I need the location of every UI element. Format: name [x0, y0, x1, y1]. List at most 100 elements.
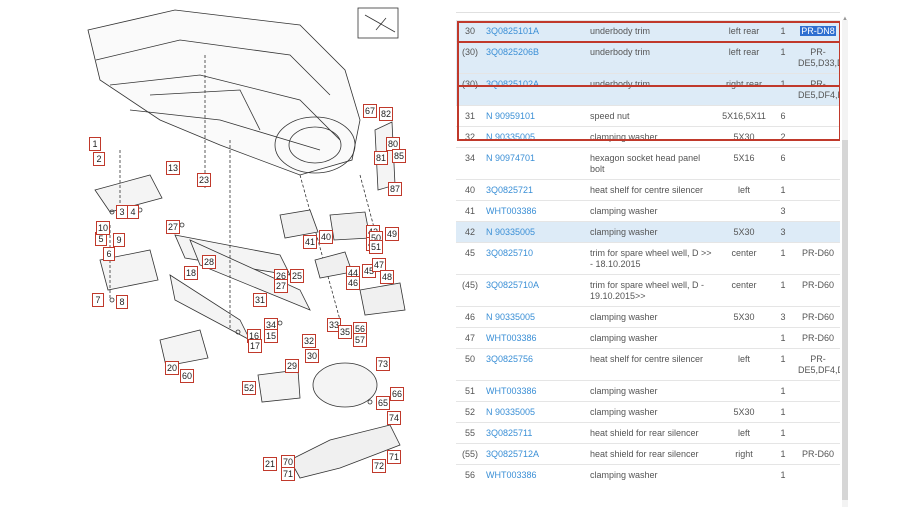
part-number-link[interactable]: 3Q0825710 [484, 242, 588, 275]
callout-label[interactable]: 87 [388, 182, 403, 196]
callout-label[interactable]: 23 [197, 173, 212, 187]
callout-label[interactable]: 15 [264, 329, 279, 343]
part-number-link[interactable]: 3Q0825710A [484, 274, 588, 307]
callout-label[interactable]: 81 [374, 151, 389, 165]
part-number-link[interactable]: WHT003386 [484, 327, 588, 349]
callout-label[interactable]: 74 [387, 411, 402, 425]
part-number-link[interactable]: WHT003386 [484, 200, 588, 222]
header-divider [456, 12, 840, 13]
callout-label[interactable]: 72 [372, 459, 387, 473]
callout-label[interactable]: 4 [127, 205, 139, 219]
scrollbar-thumb[interactable] [842, 140, 848, 500]
callout-label[interactable]: 71 [387, 450, 402, 464]
part-number-link[interactable]: N 90335005 [484, 221, 588, 243]
callout-label[interactable]: 40 [319, 230, 334, 244]
callout-label[interactable]: 51 [369, 240, 384, 254]
callout-label[interactable]: 29 [285, 359, 300, 373]
part-number-link[interactable]: 3Q0825712A [484, 443, 588, 465]
callout-label[interactable]: 35 [338, 325, 353, 339]
description-cell: hexagon socket head panel bolt [588, 147, 718, 180]
callout-label[interactable]: 41 [303, 235, 318, 249]
callout-label[interactable]: 31 [253, 293, 268, 307]
callout-label[interactable]: 21 [263, 457, 278, 471]
callout-label[interactable]: 57 [353, 333, 368, 347]
part-number-link[interactable]: N 90335005 [484, 126, 588, 148]
callout-label[interactable]: 66 [390, 387, 405, 401]
quantity-cell: 3 [770, 221, 796, 243]
part-number-link[interactable]: N 90335005 [484, 306, 588, 328]
callout-label[interactable]: 28 [202, 255, 217, 269]
position-cell: 32 [456, 126, 484, 148]
callout-label[interactable]: 25 [290, 269, 305, 283]
remark-cell: left rear [718, 20, 770, 42]
part-number-link[interactable]: 3Q0825206B [484, 41, 588, 74]
callout-label[interactable]: 80 [386, 137, 401, 151]
callout-label[interactable]: 17 [248, 339, 263, 353]
callout-label[interactable]: 32 [302, 334, 317, 348]
part-number-link[interactable]: N 90959101 [484, 105, 588, 127]
part-number-link[interactable]: 3Q0825756 [484, 348, 588, 381]
part-number-link[interactable]: N 90974701 [484, 147, 588, 180]
callout-label[interactable]: 27 [274, 279, 289, 293]
description-cell: underbody trim [588, 41, 718, 74]
part-number-link[interactable]: 3Q0825102A [484, 73, 588, 106]
callout-label[interactable]: 85 [392, 149, 407, 163]
callout-label[interactable]: 1 [89, 137, 101, 151]
callout-label[interactable]: 47 [372, 258, 387, 272]
callout-label[interactable]: 65 [376, 396, 391, 410]
part-number-link[interactable]: 3Q0825721 [484, 179, 588, 201]
callout-label[interactable]: 18 [184, 266, 199, 280]
callout-label[interactable]: 30 [305, 349, 320, 363]
callout-label[interactable]: 34 [264, 318, 279, 332]
part-number-link[interactable]: WHT003386 [484, 380, 588, 402]
part-number-link[interactable]: N 90335005 [484, 401, 588, 423]
callout-label[interactable]: 27 [166, 220, 181, 234]
part-number-link[interactable]: WHT003386 [484, 464, 588, 485]
callout-label[interactable]: 8 [116, 295, 128, 309]
remark-cell: 5X16 [718, 147, 770, 180]
callout-label[interactable]: 60 [180, 369, 195, 383]
callout-label[interactable]: 6 [103, 247, 115, 261]
callout-label[interactable]: 67 [363, 104, 378, 118]
callout-label[interactable]: 2 [93, 152, 105, 166]
callout-label[interactable]: 48 [380, 270, 395, 284]
callout-label[interactable]: 82 [379, 107, 394, 121]
callout-label[interactable]: 46 [346, 276, 361, 290]
callout-label[interactable]: 9 [113, 233, 125, 247]
part-number-link[interactable]: 3Q0825101A [484, 20, 588, 42]
callout-label[interactable]: 52 [242, 381, 257, 395]
part-number-link[interactable]: 3Q0825711 [484, 422, 588, 444]
callout-label[interactable]: 49 [385, 227, 400, 241]
position-cell: 40 [456, 179, 484, 201]
parts-diagram[interactable]: 1 2 3 4 5 6 7 8 10 9 13 23 27 28 18 31 3… [0, 0, 450, 507]
scroll-up-icon[interactable]: ▲ [842, 16, 848, 22]
callout-label[interactable]: 20 [165, 361, 180, 375]
quantity-cell: 1 [770, 41, 796, 74]
callout-label[interactable]: 13 [166, 161, 181, 175]
callout-label[interactable]: 73 [376, 357, 391, 371]
callout-label[interactable]: 71 [281, 467, 296, 481]
callout-label[interactable]: 10 [96, 221, 111, 235]
remark-cell: center [718, 242, 770, 275]
callout-label[interactable]: 7 [92, 293, 104, 307]
